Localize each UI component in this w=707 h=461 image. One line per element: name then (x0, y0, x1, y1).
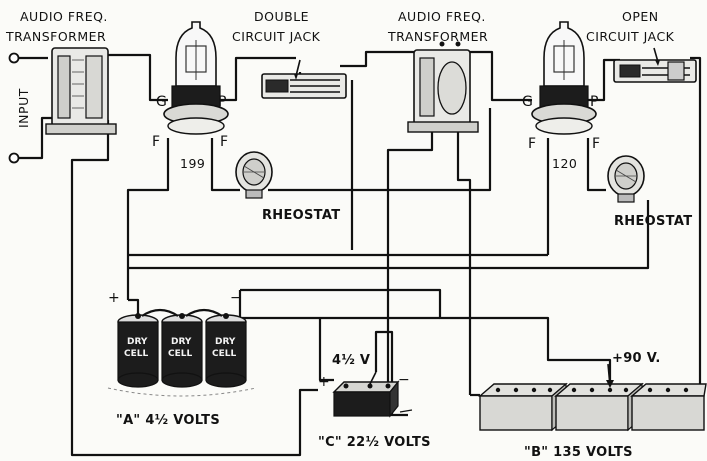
tube2-filament-pin-right: F (592, 136, 600, 152)
dry-cell-1: DRY CELL (117, 313, 159, 388)
c-battery-minus: − (398, 372, 410, 388)
open-circuit-jack (613, 47, 697, 83)
rheostat-1 (235, 151, 273, 199)
open-jack-subtitle: CIRCUIT JACK (586, 29, 675, 44)
transformer-2-title: AUDIO FREQ. (398, 9, 486, 24)
double-jack-subtitle: CIRCUIT JACK (232, 29, 321, 44)
audio-transformer-2 (407, 41, 479, 133)
rheostat-1-label: RHEOSTAT (262, 208, 340, 223)
b-battery-block-1 (478, 382, 568, 432)
c-battery (332, 371, 413, 418)
tube1-filament-pin-left: F (152, 134, 160, 150)
b-battery-label: "B" 135 VOLTS (524, 445, 633, 460)
b-battery-block-3 (630, 383, 707, 431)
a-battery-plus: + (108, 290, 120, 306)
rheostat-2 (607, 155, 645, 203)
input-label: INPUT (16, 88, 31, 128)
dry-cell-3-line1: DRY (215, 337, 236, 347)
transformer-1-title: AUDIO FREQ. (20, 9, 108, 24)
tube1-grid-pin: G (156, 94, 167, 110)
dry-cell-1-line1: DRY (127, 337, 148, 347)
tube2-type-label: 120 (552, 156, 577, 171)
tube1-filament-pin-right: F (220, 134, 228, 150)
audio-transformer-1 (45, 47, 117, 135)
transformer-1-subtitle: TRANSFORMER (5, 29, 106, 44)
dry-cell-3: DRY CELL (205, 313, 247, 388)
tube2-filament-pin-left: F (528, 136, 536, 152)
tube2-grid-pin: G (522, 94, 533, 110)
tube1-plate-pin: P (218, 94, 226, 110)
b-battery-block-2 (554, 382, 644, 432)
dry-cell-3-line2: CELL (212, 349, 236, 359)
tube1-type-label: 199 (180, 156, 205, 171)
a-battery: DRY CELL DRY CELL DRY CELL (107, 308, 257, 397)
tube2-plate-pin: P (590, 94, 598, 110)
dry-cell-2: DRY CELL (161, 313, 203, 388)
c-battery-label: "C" 22½ VOLTS (318, 435, 431, 450)
double-jack-title: DOUBLE (254, 9, 309, 24)
vacuum-tube-199 (163, 21, 229, 135)
a-battery-label: "A" 4½ VOLTS (116, 413, 220, 428)
c-battery-plus: + (318, 374, 330, 390)
b-battery-tap-label: +90 V. (612, 351, 661, 366)
vacuum-tube-120 (531, 21, 597, 135)
a-battery-minus: − (230, 290, 242, 306)
rheostat-2-label: RHEOSTAT (614, 214, 692, 229)
double-circuit-jack (261, 59, 347, 99)
dry-cell-2-line2: CELL (168, 349, 192, 359)
dry-cell-2-line1: DRY (171, 337, 192, 347)
transformer-2-subtitle: TRANSFORMER (387, 29, 488, 44)
dry-cell-1-line2: CELL (124, 349, 148, 359)
c-battery-tap-label: 4½ V (332, 353, 370, 368)
open-jack-title: OPEN (622, 9, 659, 24)
input-terminals: INPUT (8, 52, 31, 164)
b-battery (478, 363, 707, 432)
